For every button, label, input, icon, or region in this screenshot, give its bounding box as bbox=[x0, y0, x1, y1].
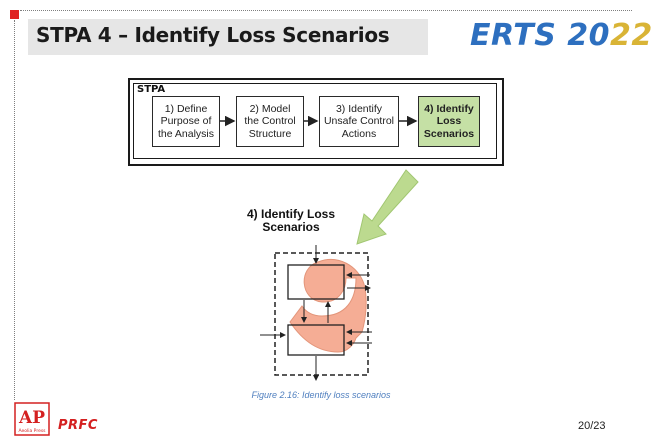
diagram-graphics bbox=[220, 115, 419, 381]
figure-title: 4) Identify Loss Scenarios bbox=[246, 207, 335, 234]
ap-logo-subtext: Aeolia Press bbox=[18, 428, 46, 434]
controlled-process-box bbox=[287, 324, 345, 356]
step-label: 3) Identify Unsafe Control Actions bbox=[323, 102, 395, 140]
logo-part-2: 22 bbox=[610, 18, 653, 53]
accent-square bbox=[10, 10, 19, 19]
figure-caption: Figure 2.16: Identify loss scenarios bbox=[251, 390, 391, 400]
ap-logo: AP Aeolia Press bbox=[14, 402, 50, 436]
top-dotted-rule bbox=[20, 10, 632, 11]
dashed-boundary bbox=[274, 252, 369, 376]
slide-title: STPA 4 – Identify Loss Scenarios bbox=[36, 23, 390, 47]
stpa-inner-frame bbox=[133, 83, 497, 159]
prfc-logo: PRFC bbox=[58, 418, 98, 433]
ap-logo-text: AP bbox=[18, 408, 45, 428]
page-number: 20/23 bbox=[578, 420, 606, 432]
step-label: 2) Model the Control Structure bbox=[244, 102, 296, 140]
step-label: 4) Identify Loss Scenarios bbox=[423, 102, 475, 140]
step-label: 1) Define Purpose of the Analysis bbox=[157, 102, 215, 140]
title-bar bbox=[28, 19, 428, 55]
step-identify-unsafe-actions: 3) Identify Unsafe Control Actions bbox=[319, 96, 399, 147]
logo-part-1: ERTS 20 bbox=[470, 18, 611, 53]
step-define-purpose: 1) Define Purpose of the Analysis bbox=[152, 96, 220, 147]
green-pointer-arrow bbox=[356, 169, 419, 245]
stpa-label: STPA bbox=[137, 84, 166, 95]
erts-logo: ERTS 2022 bbox=[470, 18, 653, 53]
step-identify-loss-scenarios: 4) Identify Loss Scenarios bbox=[418, 96, 480, 147]
left-dotted-rule bbox=[14, 20, 15, 400]
step-model-control-structure: 2) Model the Control Structure bbox=[236, 96, 304, 147]
controller-box bbox=[287, 264, 345, 300]
